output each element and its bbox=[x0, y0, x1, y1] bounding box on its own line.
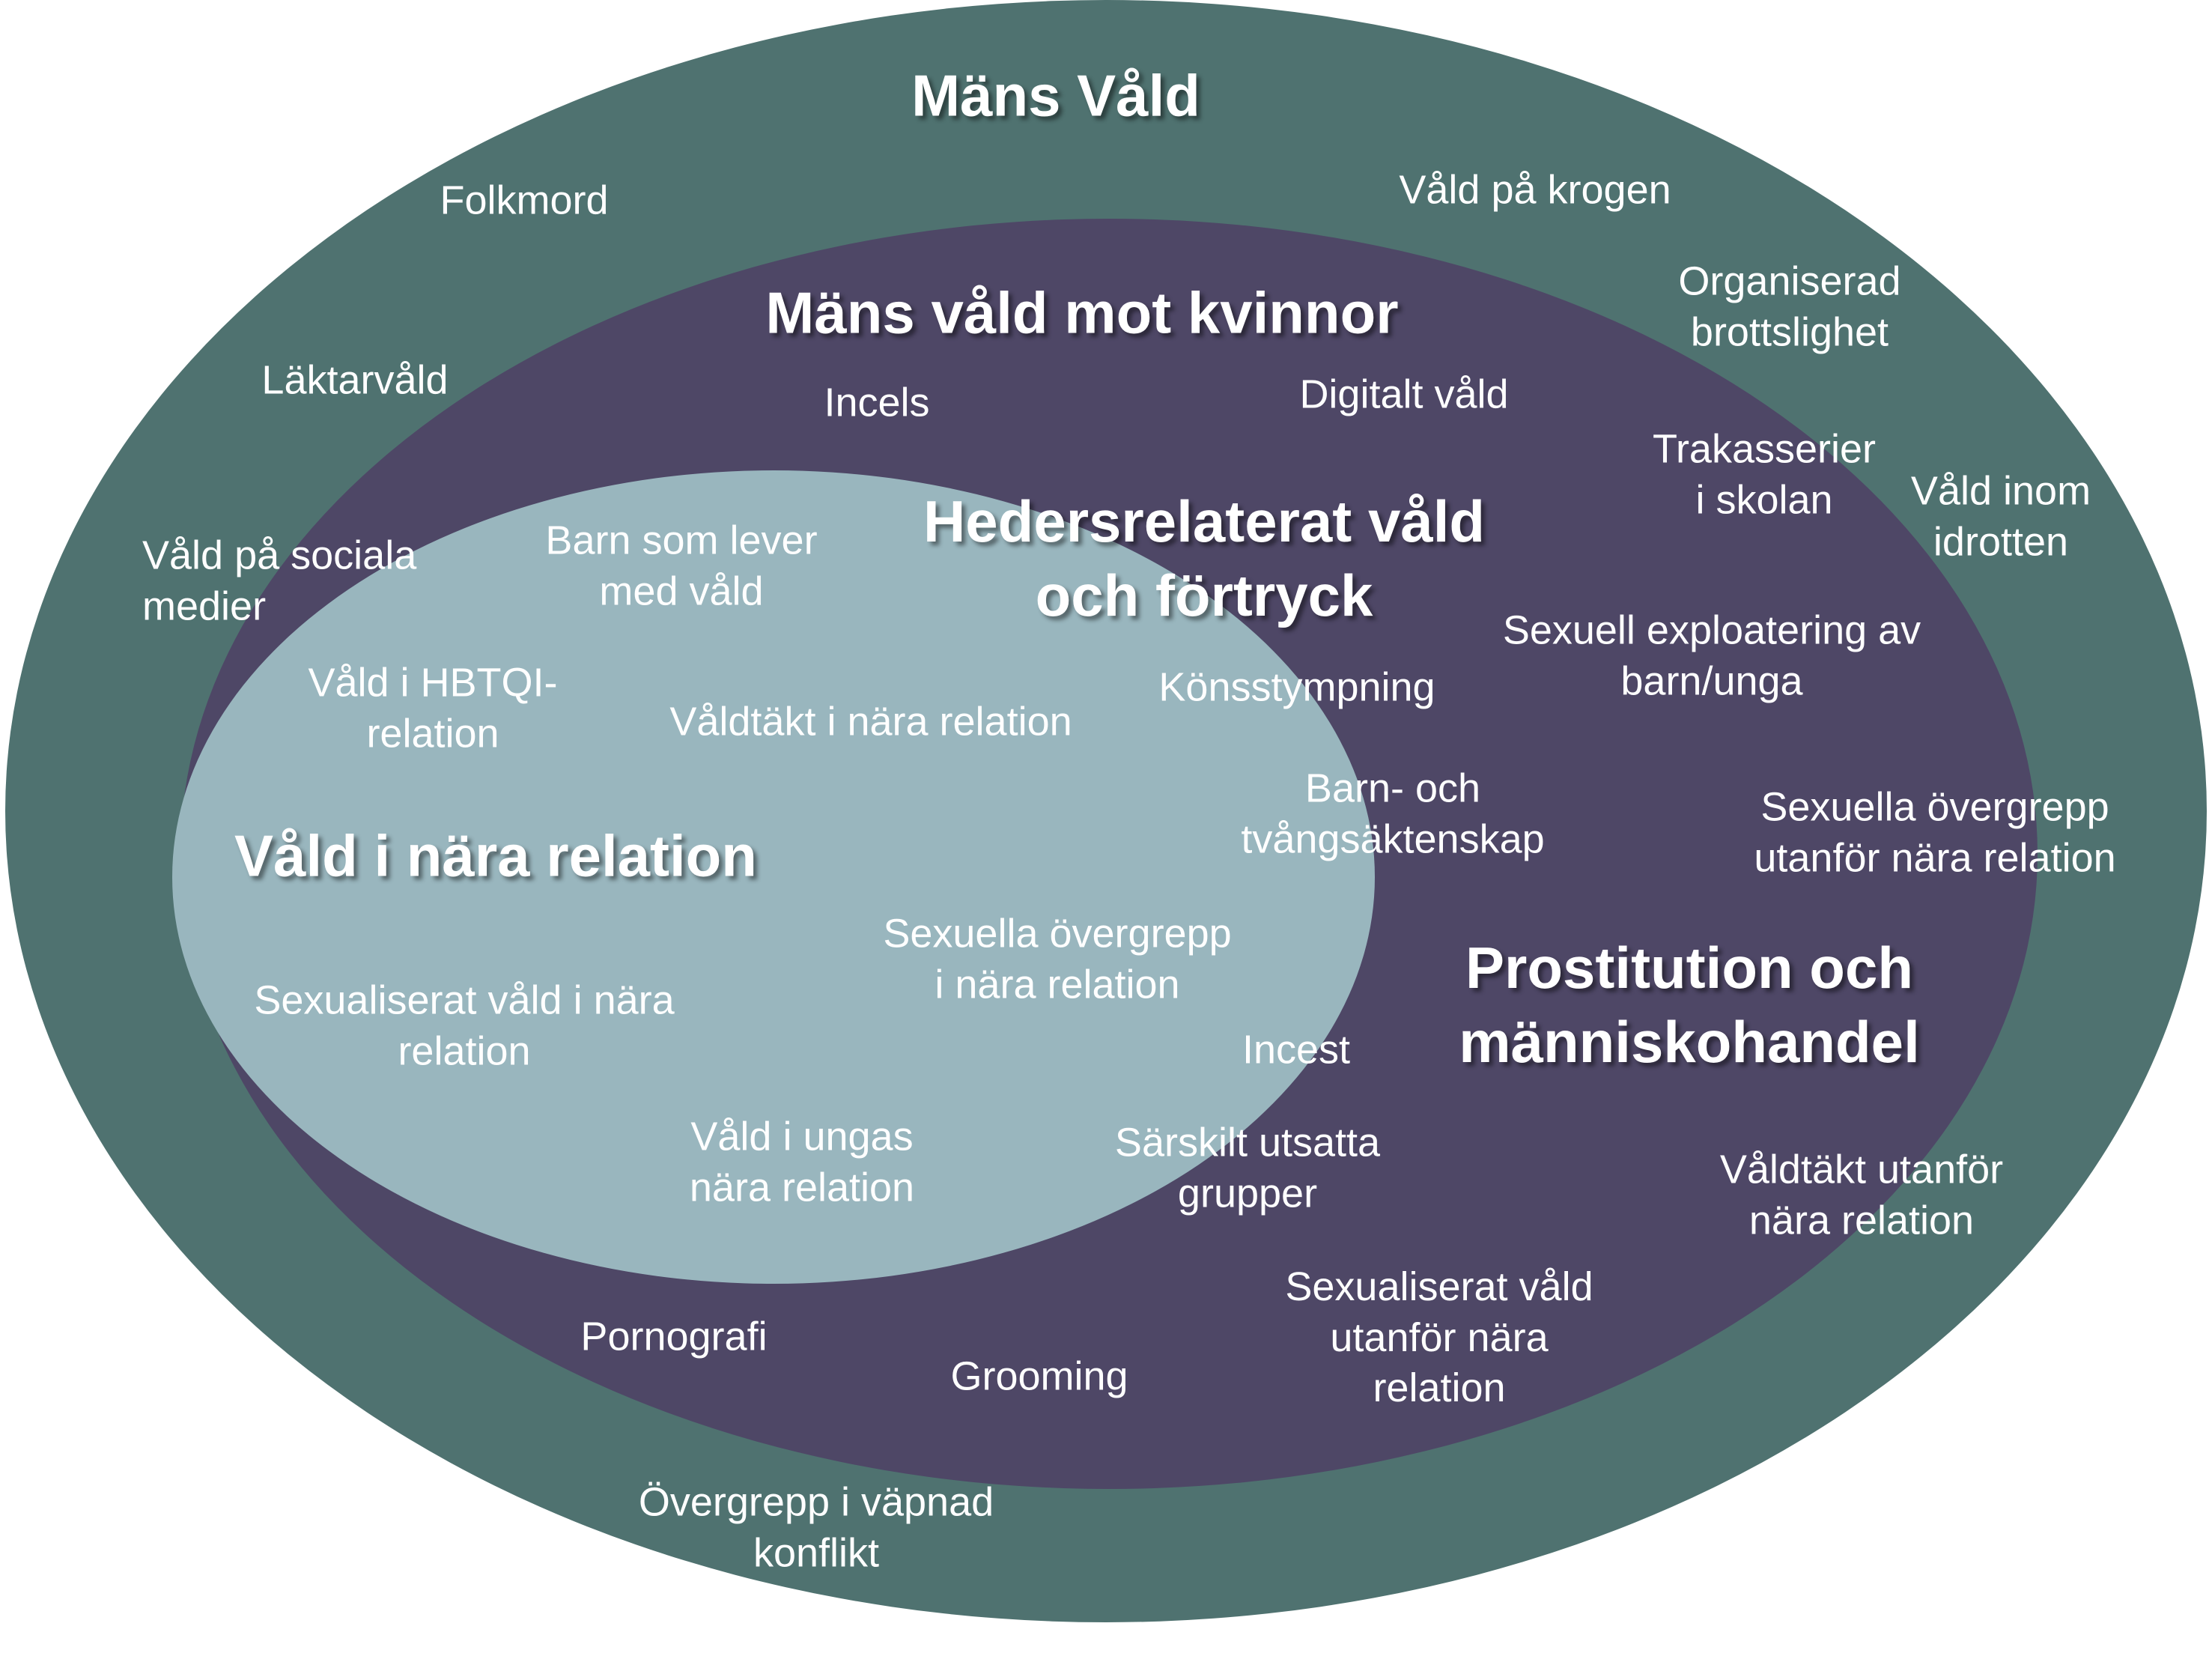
label-grooming: Grooming bbox=[950, 1351, 1128, 1402]
label-line: Sexuella övergrepp bbox=[883, 911, 1232, 956]
label-incels: Incels bbox=[824, 377, 929, 428]
label-vald-pa-krogen: Våld på krogen bbox=[1399, 165, 1671, 216]
label-sexuella-overgrepp-i-nara: Sexuella övergrepp i nära relation bbox=[883, 909, 1231, 1010]
label-line: konflikt bbox=[753, 1530, 880, 1575]
label-line: nära relation bbox=[689, 1165, 915, 1210]
title-line: Hedersrelaterat våld bbox=[923, 488, 1486, 554]
label-pornografi: Pornografi bbox=[580, 1311, 767, 1362]
title-mans-vald: Mäns Våld bbox=[911, 62, 1200, 129]
label-line: Sexuell exploatering av bbox=[1502, 607, 1921, 653]
label-line: relation bbox=[1373, 1365, 1506, 1410]
label-organiserad-brottslighet: Organiserad brottslighet bbox=[1678, 257, 1900, 358]
title-vald-i-nara-relation: Våld i nära relation bbox=[234, 822, 757, 889]
label-line: Sexualiserat våld bbox=[1285, 1264, 1593, 1309]
label-line: Folkmord bbox=[440, 178, 609, 223]
label-line: Våld i ungas bbox=[690, 1114, 914, 1159]
label-sarskilt-utsatta-grupper: Särskilt utsatta grupper bbox=[1115, 1118, 1380, 1219]
label-line: idrotten bbox=[1933, 519, 2069, 564]
label-line: Övergrepp i väpnad bbox=[638, 1479, 994, 1525]
label-line: Sexuella övergrepp bbox=[1760, 784, 2109, 830]
label-line: i skolan bbox=[1695, 477, 1833, 522]
label-vald-i-ungas-nara-relation: Våld i ungas nära relation bbox=[690, 1112, 914, 1213]
label-line: Våld inom bbox=[1910, 468, 2091, 514]
title-prostitution-och-manniskohandel: Prostitution och människohandel bbox=[1459, 931, 1919, 1079]
title-hedersrelaterat-vald: Hedersrelaterat våld och förtryck bbox=[923, 485, 1485, 633]
label-line: tvångsäktenskap bbox=[1241, 816, 1545, 861]
label-line: Sexualiserat våld i nära bbox=[254, 977, 675, 1023]
label-line: relation bbox=[398, 1028, 531, 1073]
label-line: Barn- och bbox=[1304, 765, 1481, 811]
label-line: utanför nära relation bbox=[1754, 835, 2116, 880]
label-laktarvald: Läktarvåld bbox=[261, 355, 448, 406]
label-sexuell-exploatering: Sexuell exploatering av barn/unga bbox=[1503, 606, 1921, 707]
label-line: Barn som lever bbox=[545, 518, 818, 563]
label-vald-inom-idrotten: Våld inom idrotten bbox=[1911, 467, 2091, 568]
label-sexualiserat-vald-utanfor: Sexualiserat våld utanför nära relation bbox=[1285, 1262, 1593, 1414]
label-line: Läktarvåld bbox=[261, 357, 449, 403]
label-line: Särskilt utsatta bbox=[1114, 1120, 1381, 1165]
label-line: i nära relation bbox=[935, 962, 1180, 1007]
label-vald-pa-sociala-medier: Våld på sociala medier bbox=[142, 531, 416, 632]
label-line: Incels bbox=[824, 380, 930, 425]
label-line: Grooming bbox=[950, 1353, 1128, 1399]
label-trakasserier-i-skolan: Trakasserier i skolan bbox=[1653, 425, 1876, 526]
label-barn-som-lever-med-vald: Barn som lever med våld bbox=[545, 516, 817, 617]
label-line: Organiserad bbox=[1678, 258, 1901, 304]
label-valdtakt-i-nara-relation: Våldtäkt i nära relation bbox=[669, 697, 1072, 747]
label-line: brottslighet bbox=[1690, 309, 1889, 354]
label-folkmord: Folkmord bbox=[440, 175, 608, 226]
title-line: Prostitution och bbox=[1465, 934, 1913, 1001]
label-vald-i-hbtqi-relation: Våld i HBTQI- relation bbox=[308, 658, 557, 759]
label-konsstympning: Könsstympning bbox=[1158, 662, 1435, 713]
label-line: Digitalt våld bbox=[1299, 371, 1509, 417]
label-line: Trakasserier bbox=[1652, 426, 1877, 472]
label-incest: Incest bbox=[1242, 1025, 1350, 1076]
label-line: relation bbox=[366, 711, 499, 756]
label-sexualiserat-vald-i-nara: Sexualiserat våld i nära relation bbox=[254, 976, 674, 1077]
label-line: Könsstympning bbox=[1158, 664, 1435, 710]
label-line: Våld på sociala bbox=[142, 533, 417, 578]
title-line: människohandel bbox=[1459, 1009, 1920, 1075]
label-barn-och-tvangsaktenskap: Barn- och tvångsäktenskap bbox=[1241, 764, 1544, 865]
label-line: medier bbox=[142, 583, 267, 628]
label-line: Våld i HBTQI- bbox=[308, 660, 558, 706]
label-line: Våld på krogen bbox=[1399, 167, 1671, 213]
inner-ellipse-vald-i-nara-relation bbox=[172, 470, 1375, 1284]
label-line: utanför nära bbox=[1330, 1314, 1549, 1360]
label-digitalt-vald: Digitalt våld bbox=[1299, 369, 1508, 420]
label-overgrepp-i-vapnad-konflikt: Övergrepp i väpnad konflikt bbox=[639, 1478, 994, 1579]
label-line: Våldtäkt utanför bbox=[1719, 1147, 2004, 1192]
label-line: grupper bbox=[1177, 1171, 1318, 1216]
label-line: med våld bbox=[599, 568, 764, 613]
label-line: nära relation bbox=[1748, 1198, 1975, 1243]
label-valdtakt-utanfor: Våldtäkt utanför nära relation bbox=[1720, 1145, 2003, 1246]
title-line: och förtryck bbox=[1035, 562, 1373, 628]
label-line: barn/unga bbox=[1620, 658, 1803, 703]
label-line: Incest bbox=[1242, 1027, 1351, 1073]
label-line: Pornografi bbox=[580, 1314, 768, 1359]
title-mans-vald-mot-kvinnor: Mäns våld mot kvinnor bbox=[765, 279, 1399, 346]
label-line: Våldtäkt i nära relation bbox=[669, 699, 1072, 744]
label-sexuella-overgrepp-utanfor: Sexuella övergrepp utanför nära relation bbox=[1754, 783, 2115, 884]
